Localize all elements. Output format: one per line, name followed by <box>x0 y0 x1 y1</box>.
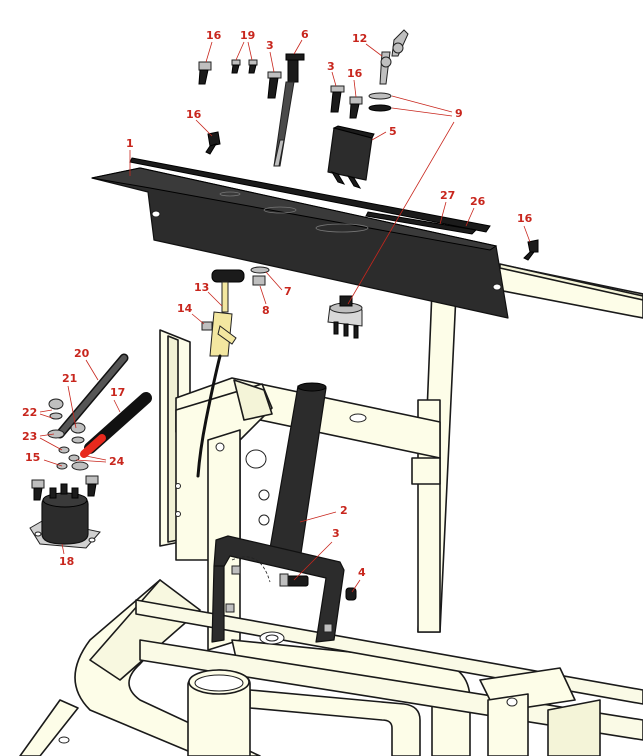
callout-5: 5 <box>389 125 397 138</box>
callout-14: 14 <box>177 302 193 315</box>
callout-2: 2 <box>340 504 348 517</box>
callout-20: 20 <box>74 347 90 360</box>
leader-21 <box>67 385 77 429</box>
switch-box-5 <box>327 125 375 189</box>
leader-15 <box>43 459 63 467</box>
leader-3a <box>269 51 275 73</box>
chassis-frame <box>19 263 643 756</box>
leader-8 <box>259 285 267 305</box>
leader-2 <box>299 511 337 523</box>
fastener-16-upper-right <box>349 96 363 119</box>
callout-1: 1 <box>126 137 134 150</box>
leader-22 <box>39 409 53 419</box>
callout-24: 24 <box>109 455 125 468</box>
leader-16d <box>523 225 531 243</box>
leader-24 <box>75 455 107 463</box>
callout-23: 23 <box>22 430 37 443</box>
leader-12 <box>365 43 383 57</box>
callout-16-a: 16 <box>206 29 222 42</box>
leader-13 <box>207 291 223 307</box>
callout-17: 17 <box>110 386 125 399</box>
steering-column <box>267 382 327 561</box>
leader-7 <box>265 271 283 291</box>
callout-13: 13 <box>194 281 209 294</box>
shaft-6 <box>273 53 305 167</box>
bolt-3-right <box>330 85 345 113</box>
leader-17 <box>113 399 121 413</box>
callout-3-b: 3 <box>327 60 335 73</box>
nut-7-8 <box>250 266 270 286</box>
callout-15: 15 <box>25 451 40 464</box>
leader-9 <box>347 95 455 305</box>
solenoid-18 <box>29 475 101 549</box>
bolt-3-top <box>267 71 282 99</box>
fastener-19-pair <box>231 59 258 74</box>
leader-4 <box>351 579 361 593</box>
leader-5 <box>371 131 387 141</box>
callout-26: 26 <box>470 195 486 208</box>
fastener-16-top-left <box>198 61 212 85</box>
fastener-16-left-mid <box>205 131 221 155</box>
battery-cable-17 <box>80 392 152 458</box>
callout-leader-lines <box>39 39 531 593</box>
leader-6 <box>293 39 303 55</box>
dash-panel <box>91 157 509 319</box>
callout-labels: 16 19 3 6 12 3 16 9 16 5 1 27 26 16 13 7… <box>22 28 533 579</box>
callout-19: 19 <box>240 29 255 42</box>
leader-23 <box>39 433 63 451</box>
callout-8: 8 <box>262 304 270 317</box>
ignition-switch-9 <box>327 295 363 339</box>
leader-16c <box>195 119 213 137</box>
small-hardware-left <box>47 398 89 471</box>
leader-16b <box>353 79 357 98</box>
callout-3-c: 3 <box>332 527 340 540</box>
callout-16-b: 16 <box>347 67 363 80</box>
leader-14 <box>191 313 205 325</box>
callout-21: 21 <box>62 372 77 385</box>
callout-18: 18 <box>59 555 74 568</box>
battery-cable-20 <box>55 353 129 439</box>
leader-27 <box>439 201 447 225</box>
leader-16a <box>205 41 213 63</box>
callout-6: 6 <box>301 28 309 41</box>
callout-4: 4 <box>358 566 366 579</box>
leader-20 <box>85 359 99 381</box>
key-switch-keys-12 <box>379 29 409 85</box>
washer-9 <box>368 92 392 112</box>
leader-3b <box>331 71 337 87</box>
callout-9: 9 <box>455 107 463 120</box>
callout-16-d: 16 <box>517 212 533 225</box>
leader-18 <box>61 543 65 555</box>
callout-12: 12 <box>352 32 367 45</box>
leader-19 <box>235 41 253 61</box>
callout-16-c: 16 <box>186 108 202 121</box>
callout-3-a: 3 <box>266 39 274 52</box>
callout-7: 7 <box>284 285 292 298</box>
choke-handle-13 <box>196 269 245 478</box>
leader-3c <box>293 541 333 581</box>
callout-27: 27 <box>440 189 455 202</box>
leader-26 <box>465 207 475 227</box>
fastener-16-right <box>523 239 539 261</box>
callout-22: 22 <box>22 406 37 419</box>
